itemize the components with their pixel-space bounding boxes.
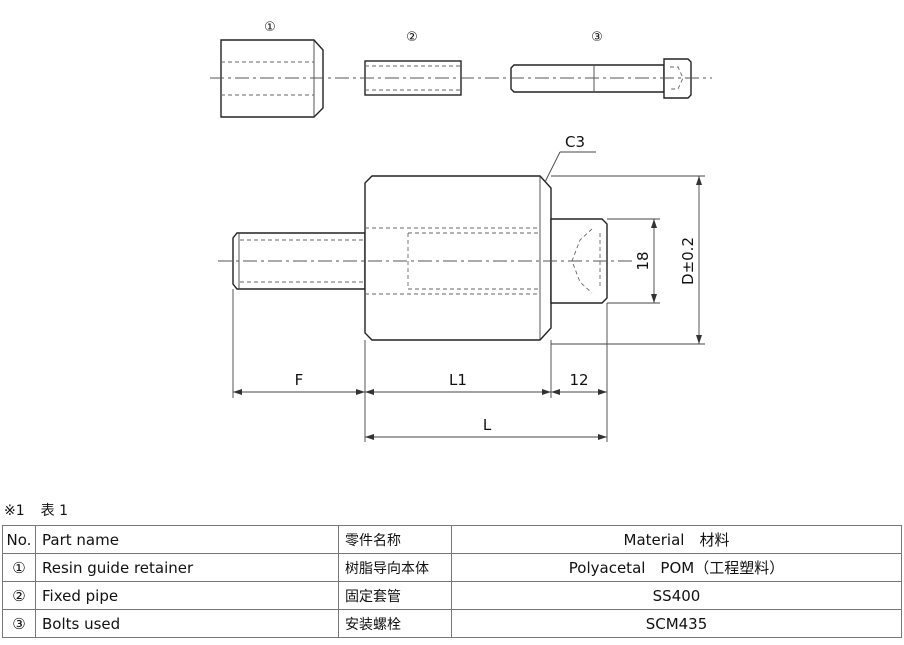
dim-18-label: 18 bbox=[634, 251, 652, 270]
table-note: ※1 表 1 bbox=[4, 500, 84, 520]
row-name-cn: 安装螺栓 bbox=[338, 609, 452, 638]
row-name: Resin guide retainer bbox=[35, 553, 339, 582]
dim-12: 12 bbox=[551, 371, 607, 395]
table-row: ① Resin guide retainer 树脂导向本体 Polyacetal… bbox=[2, 553, 902, 582]
row-material: SCM435 bbox=[451, 609, 902, 638]
row-name-cn: 树脂导向本体 bbox=[338, 553, 452, 582]
chamfer-label: C3 bbox=[565, 133, 585, 151]
header-material: Material 材料 bbox=[451, 525, 902, 554]
dim-f: F bbox=[233, 371, 365, 395]
dim-l: L bbox=[365, 416, 607, 440]
table-header-row: No. Part name 零件名称 Material 材料 bbox=[2, 525, 902, 554]
dim-d: D±0.2 bbox=[551, 175, 705, 345]
table-row: ③ Bolts used 安装螺栓 SCM435 bbox=[2, 609, 902, 638]
parts-table: No. Part name 零件名称 Material 材料 ① Resin g… bbox=[2, 525, 902, 638]
part-marker-3: ③ bbox=[591, 30, 603, 45]
dim-l1: L1 bbox=[365, 371, 551, 395]
part-marker-2: ② bbox=[406, 30, 418, 45]
row-name-cn: 固定套管 bbox=[338, 581, 452, 610]
dim-18: 18 bbox=[607, 218, 660, 304]
row-no: ① bbox=[2, 553, 36, 582]
dim-l-label: L bbox=[483, 416, 492, 434]
part-3-view bbox=[510, 58, 692, 99]
row-name: Fixed pipe bbox=[35, 581, 339, 610]
header-part-name-cn: 零件名称 bbox=[338, 525, 452, 554]
note-title: 表 1 bbox=[40, 503, 68, 519]
dim-d-label: D±0.2 bbox=[679, 237, 697, 285]
row-material: SS400 bbox=[451, 581, 902, 610]
note-mark: ※1 bbox=[4, 503, 25, 519]
part-1-view bbox=[220, 39, 324, 118]
row-name: Bolts used bbox=[35, 609, 339, 638]
row-material: Polyacetal POM（工程塑料） bbox=[451, 553, 902, 582]
part-marker-1: ① bbox=[264, 20, 276, 35]
row-no: ③ bbox=[2, 609, 36, 638]
dim-f-label: F bbox=[295, 371, 304, 389]
dim-12-label: 12 bbox=[569, 371, 588, 389]
table-row: ② Fixed pipe 固定套管 SS400 bbox=[2, 581, 902, 610]
dim-l1-label: L1 bbox=[449, 371, 467, 389]
header-no: No. bbox=[2, 525, 36, 554]
row-no: ② bbox=[2, 581, 36, 610]
technical-drawing: ① ② ③ bbox=[210, 20, 712, 442]
header-part-name: Part name bbox=[35, 525, 339, 554]
chamfer-callout: C3 bbox=[544, 133, 596, 183]
assembly-view bbox=[218, 175, 632, 341]
